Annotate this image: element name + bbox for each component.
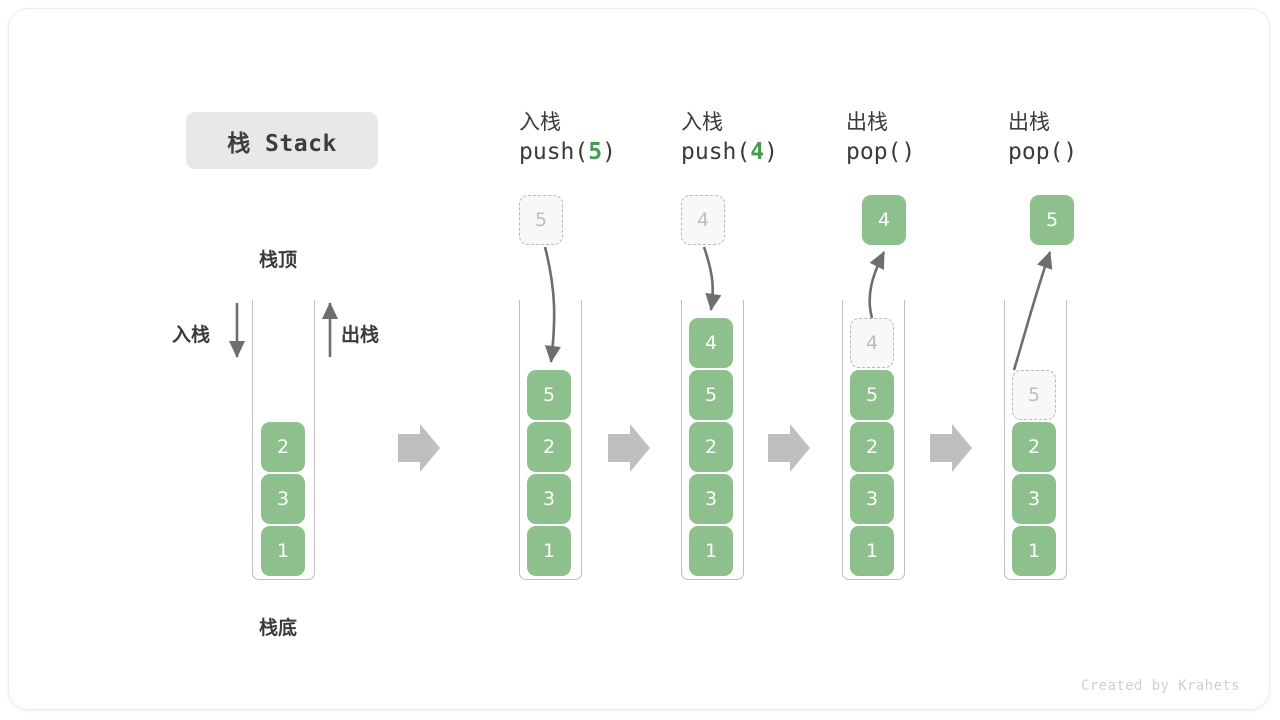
op-code-suffix: ) — [602, 139, 616, 165]
ghost-element-push-4: 4 — [681, 195, 725, 245]
stack-container-push-5 — [519, 300, 582, 580]
stack-element: 3 — [689, 474, 733, 524]
op-title-code: push(5) — [519, 136, 616, 168]
stack-element: 2 — [689, 422, 733, 472]
ghost-element-pop-5: 5 — [1012, 370, 1056, 420]
stack-bottom-label: 栈底 — [259, 617, 298, 639]
stack-element: 3 — [1012, 474, 1056, 524]
op-title-pop-5: 出栈 pop() — [1008, 108, 1077, 168]
op-code-suffix: ) — [1063, 139, 1078, 165]
stack-element: 3 — [850, 474, 894, 524]
stack-element: 2 — [1012, 422, 1056, 472]
op-title-code: pop() — [1008, 136, 1077, 168]
op-title-cjk: 入栈 — [681, 110, 723, 134]
ghost-element-push-5: 5 — [519, 195, 563, 245]
op-code-arg: 4 — [750, 139, 765, 165]
stack-element: 2 — [527, 422, 571, 472]
op-title-pop-4: 出栈 pop() — [846, 108, 915, 168]
op-code-prefix: pop( — [846, 139, 902, 165]
footer-credit: Created by Krahets — [1081, 678, 1240, 694]
stack-element: 1 — [689, 526, 733, 576]
stack-element: 5 — [689, 370, 733, 420]
op-code-suffix: ) — [901, 139, 916, 165]
op-code-suffix: ) — [764, 139, 778, 165]
op-code-prefix: pop( — [1008, 139, 1064, 165]
pop-direction-label: 出栈 — [341, 324, 380, 346]
op-code-arg: 5 — [588, 139, 603, 165]
stack-element: 2 — [261, 422, 305, 472]
op-code-prefix: push( — [681, 139, 751, 165]
op-title-cjk: 出栈 — [846, 110, 888, 134]
stack-container-pop-5 — [1004, 300, 1067, 580]
stack-element: 1 — [261, 526, 305, 576]
stack-element: 1 — [850, 526, 894, 576]
stack-element: 4 — [689, 318, 733, 368]
op-code-prefix: push( — [519, 139, 589, 165]
op-title-cjk: 出栈 — [1008, 110, 1050, 134]
op-title-push-5: 入栈 push(5) — [519, 108, 616, 168]
stack-element: 5 — [850, 370, 894, 420]
stack-element: 1 — [1012, 526, 1056, 576]
stack-element: 3 — [527, 474, 571, 524]
op-title-cjk: 入栈 — [519, 110, 561, 134]
stack-element: 3 — [261, 474, 305, 524]
stack-element: 5 — [527, 370, 571, 420]
stack-element: 1 — [527, 526, 571, 576]
popped-element-4: 4 — [862, 195, 906, 245]
push-direction-label: 入栈 — [172, 324, 211, 346]
stack-container-pop-4 — [842, 300, 905, 580]
stack-element: 2 — [850, 422, 894, 472]
stack-container-push-4 — [681, 300, 744, 580]
op-title-code: pop() — [846, 136, 915, 168]
popped-element-5: 5 — [1030, 195, 1074, 245]
op-title-push-4: 入栈 push(4) — [681, 108, 778, 168]
stack-top-label: 栈顶 — [259, 249, 298, 271]
title-badge: 栈 Stack — [186, 112, 378, 169]
ghost-element-pop-4: 4 — [850, 318, 894, 368]
op-title-code: push(4) — [681, 136, 778, 168]
stack-container-initial — [252, 300, 315, 580]
